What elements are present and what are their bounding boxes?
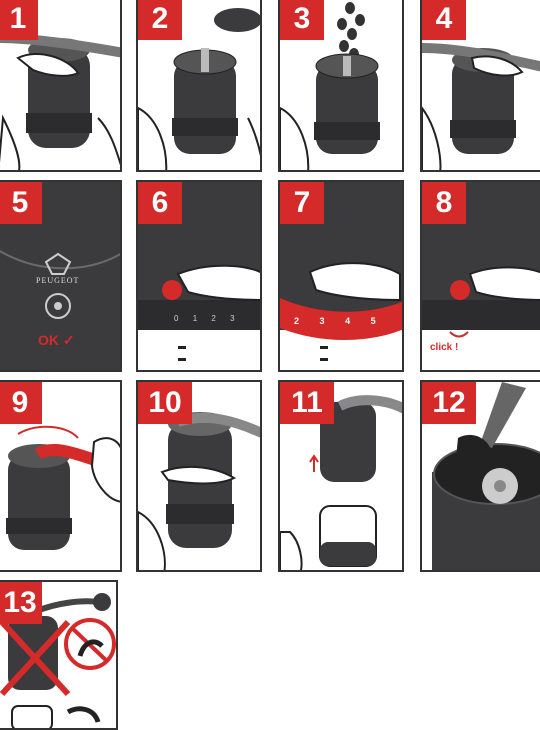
step-number-badge: 7 xyxy=(280,182,324,224)
step-number-badge: 1 xyxy=(0,0,38,40)
step-number-badge: 2 xyxy=(138,0,182,40)
step-panel-10: 10 xyxy=(136,380,262,572)
step-number-badge: 11 xyxy=(280,382,334,424)
step-panel-5: 5 PEUGEOT OK ✓ xyxy=(0,180,122,372)
grinder-icon xyxy=(422,43,540,170)
ok-label: OK ✓ xyxy=(38,332,75,348)
dial-scale: 2 3 4 5 xyxy=(294,316,385,326)
step-number-badge: 5 xyxy=(0,182,42,224)
click-label: click ! xyxy=(430,342,459,353)
step-number-badge: 9 xyxy=(0,382,42,424)
grinder-icon xyxy=(280,395,402,570)
grinder-icon xyxy=(0,249,120,319)
step-panel-9: 9 xyxy=(0,380,122,572)
brand-label: PEUGEOT xyxy=(36,276,80,285)
step-panel-8: 8 click ! xyxy=(420,180,540,372)
grinder-icon xyxy=(138,8,260,170)
dial-digit: 1 xyxy=(192,314,204,323)
step-panel-7: 7 2 3 4 5 xyxy=(278,180,404,372)
step-number-badge: 3 xyxy=(280,0,324,40)
step-panel-2: 2 xyxy=(136,0,262,172)
step-panel-6: 6 0 1 2 3 xyxy=(136,180,262,372)
step-panel-11: 11 xyxy=(278,380,404,572)
dial-scale: 0 1 2 3 xyxy=(174,314,241,323)
step-number-badge: 6 xyxy=(138,182,182,224)
step-number-badge: 13 xyxy=(0,582,42,624)
step-panel-12: 12 xyxy=(420,380,540,572)
step-panel-13: 13 xyxy=(0,580,118,730)
dial-digit: 5 xyxy=(370,316,385,326)
dial-digit: 3 xyxy=(230,314,241,323)
step-panel-1: 1 xyxy=(0,0,122,172)
dial-digit: 4 xyxy=(345,316,360,326)
step-number-badge: 4 xyxy=(422,0,466,40)
coffee-bean-icon xyxy=(280,2,380,170)
step-number-badge: 12 xyxy=(422,382,476,424)
step-panel-4: 4 xyxy=(420,0,540,172)
step-panel-3: 3 xyxy=(278,0,404,172)
dial-digit: 2 xyxy=(211,314,222,323)
step-number-badge: 8 xyxy=(422,182,466,224)
dial-digit: 0 xyxy=(174,314,185,323)
grinder-icon xyxy=(6,425,120,550)
dial-digit: 2 xyxy=(294,316,309,326)
dial-digit: 3 xyxy=(319,316,334,326)
brush-icon xyxy=(432,382,540,570)
step-number-badge: 10 xyxy=(138,382,192,424)
